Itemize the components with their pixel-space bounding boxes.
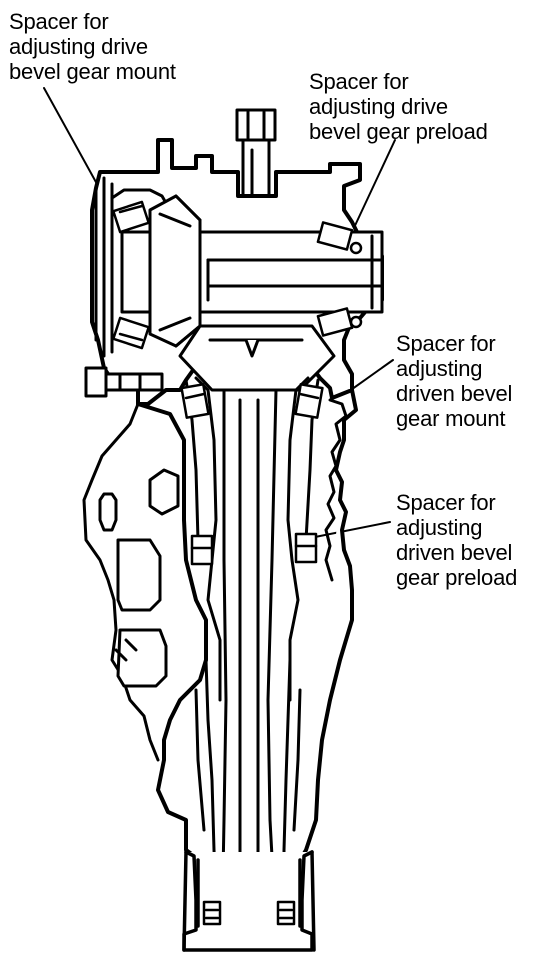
label-line: driven bevel: [396, 381, 513, 406]
driven-upper-bearings: [180, 383, 324, 419]
label-line: adjusting drive: [9, 34, 148, 59]
vertical-shaft: [220, 388, 278, 932]
label-line: adjusting: [396, 515, 483, 540]
label-line: driven bevel: [396, 540, 513, 565]
label-driven-bevel-gear-mount: Spacer for adjusting driven bevel gear m…: [396, 331, 512, 431]
leader-driven-mount: [347, 359, 394, 393]
label-drive-bevel-gear-preload: Spacer for adjusting drive bevel gear pr…: [309, 69, 488, 144]
label-drive-bevel-gear-mount: Spacer for adjusting drive bevel gear mo…: [9, 9, 176, 84]
driven-lower-bearings: [190, 532, 318, 566]
top-bolt: [235, 108, 277, 202]
leader-drive-preload: [351, 139, 396, 233]
left-housing-walls: [82, 402, 180, 762]
driven-bevel-gear: [178, 324, 336, 392]
side-bolt: [84, 366, 164, 398]
label-line: gear mount: [396, 406, 506, 431]
drive-bevel-gear: [148, 194, 202, 348]
label-line: gear preload: [396, 565, 518, 590]
bottom-collar: [182, 850, 316, 952]
label-driven-bevel-gear-preload: Spacer for adjusting driven bevel gear p…: [396, 490, 517, 590]
label-line: Spacer for: [396, 331, 496, 356]
right-fins: [324, 398, 348, 582]
bottom-seals: [202, 900, 296, 926]
drive-bearings-right: [316, 221, 363, 337]
label-line: adjusting: [396, 356, 483, 381]
drive-bearings-left: [112, 200, 150, 350]
label-line: bevel gear preload: [309, 119, 488, 144]
label-line: Spacer for: [309, 69, 409, 94]
label-line: Spacer for: [9, 9, 109, 34]
label-line: bevel gear mount: [9, 59, 176, 84]
mid-housing: [136, 388, 358, 862]
label-line: Spacer for: [396, 490, 496, 515]
label-line: adjusting drive: [309, 94, 448, 119]
